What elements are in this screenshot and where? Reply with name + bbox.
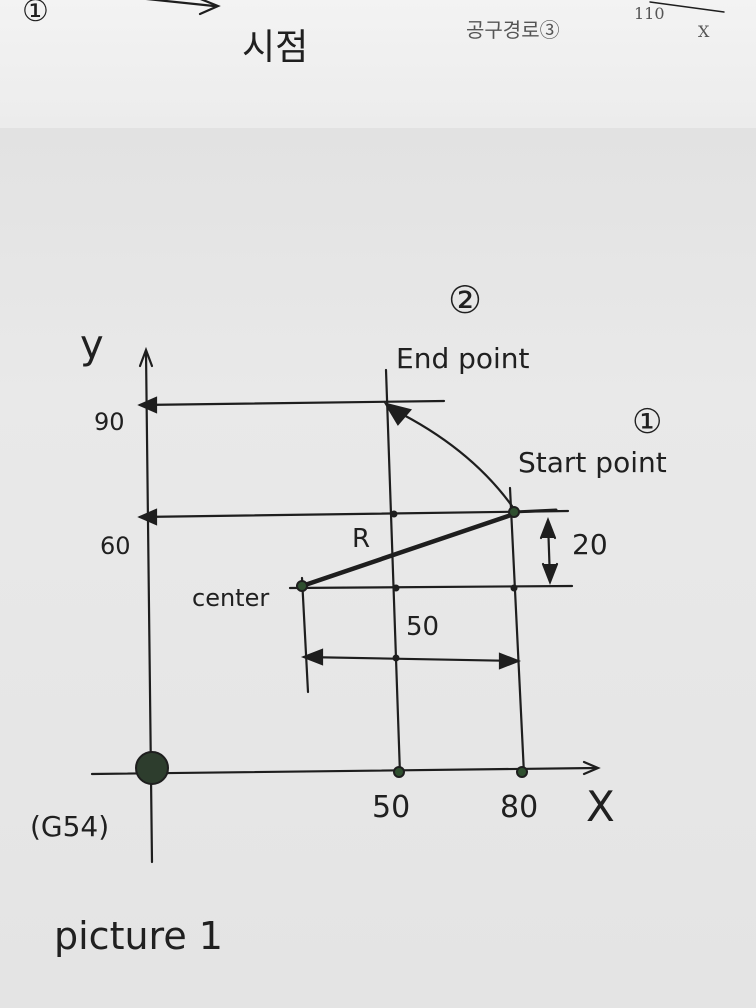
arc-end-arrowhead xyxy=(383,402,412,426)
guide-x80 xyxy=(508,486,526,776)
marker-one: ① xyxy=(632,402,663,442)
top-axis-letter: X xyxy=(698,22,710,41)
paper-top-strip xyxy=(0,0,756,128)
dim-50-arrow-right xyxy=(498,652,522,670)
guide-center-y xyxy=(288,584,574,590)
x-axis-line xyxy=(90,766,598,776)
y-tick-60: 60 xyxy=(100,532,131,560)
y60-tick-arrow xyxy=(137,508,158,526)
y-axis-line xyxy=(144,350,154,864)
guide-dot-a xyxy=(390,510,398,518)
x-axis-arrowhead xyxy=(582,760,601,776)
radius-line-tail xyxy=(512,508,558,514)
dim-50-line xyxy=(302,655,520,663)
dim-20-arrow-bottom xyxy=(541,562,559,586)
guide-y60 xyxy=(138,509,570,519)
caption: picture 1 xyxy=(54,914,223,958)
x80-tick-dot xyxy=(516,766,528,778)
arc-path xyxy=(392,408,514,508)
guide-dot-d xyxy=(510,584,518,592)
x-axis-label: X xyxy=(586,782,615,831)
dim-50-arrow-left xyxy=(300,648,324,666)
x-tick-80: 80 xyxy=(500,790,539,825)
dim-20-arrow-top xyxy=(539,516,557,540)
guide-dot-c xyxy=(392,654,400,662)
end-point-label: End point xyxy=(396,342,530,375)
center-point-dot xyxy=(296,580,308,592)
origin-point xyxy=(135,751,169,785)
origin-label: (G54) xyxy=(30,810,110,843)
x-tick-50: 50 xyxy=(372,790,411,825)
marker-two: ② xyxy=(448,278,483,322)
top-number: 110 xyxy=(634,4,665,23)
top-arrow xyxy=(145,0,216,8)
y-tick-90: 90 xyxy=(94,408,125,436)
start-point-dot xyxy=(508,506,520,518)
guide-center-x xyxy=(300,576,310,694)
dim-50-label: 50 xyxy=(406,612,440,642)
radius-line xyxy=(299,511,517,589)
top-korean-path: 공구경로③ xyxy=(466,18,560,42)
paper-sheet xyxy=(0,128,756,1008)
y-axis-arrowhead xyxy=(138,346,154,368)
guide-x50 xyxy=(384,368,402,776)
y-axis-label: y xyxy=(80,322,104,368)
top-circled-one: ① xyxy=(22,0,49,29)
radius-label: R xyxy=(352,524,371,554)
top-x-arrow xyxy=(649,1,725,13)
dim-20-label: 20 xyxy=(572,528,608,561)
top-arrow-head xyxy=(198,0,221,16)
guide-dot-b xyxy=(392,584,400,592)
x50-tick-dot xyxy=(393,766,405,778)
start-point-label: Start point xyxy=(518,446,667,479)
center-label: center xyxy=(192,584,270,612)
guide-y90 xyxy=(138,399,446,407)
top-korean-word: 시점 xyxy=(242,27,309,68)
y90-tick-arrow xyxy=(137,396,158,414)
